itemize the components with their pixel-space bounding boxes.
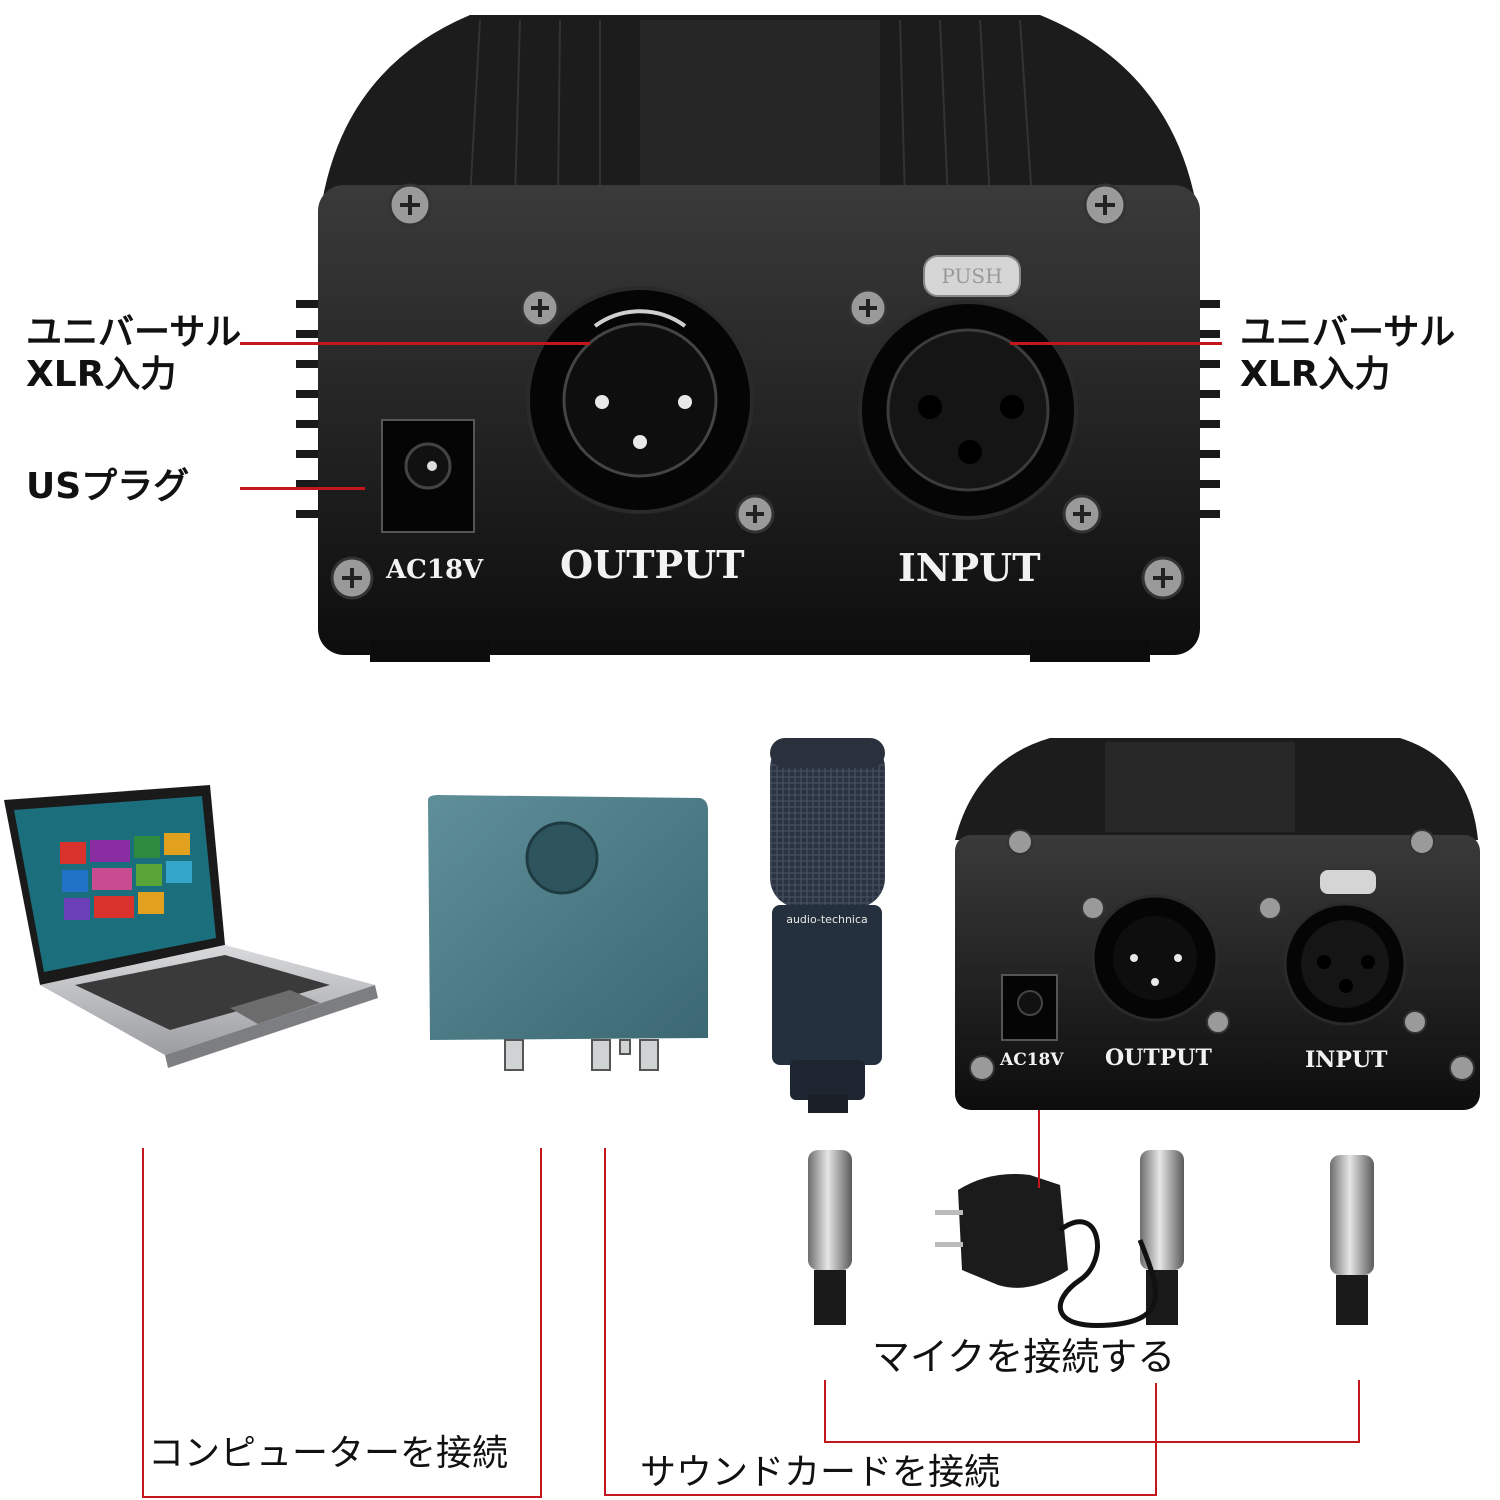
computer-bracket-bottom — [142, 1496, 542, 1498]
soundcard-bracket-bottom — [604, 1494, 1157, 1496]
xlr-female-plug-2 — [1140, 1150, 1184, 1325]
callout-line-right-xlr — [1010, 342, 1222, 345]
xlr-female-input-large: PUSH — [858, 255, 1078, 520]
power-adapter-image — [935, 1174, 1158, 1329]
mic-brand-label: audio-technica — [786, 913, 868, 926]
xlr-male-plug — [1330, 1155, 1374, 1325]
mic-bracket-right — [1358, 1380, 1360, 1443]
soundcard-bracket-right — [1155, 1383, 1157, 1496]
heatsink-fins-right — [1198, 300, 1220, 518]
xlr-male-output-large — [526, 286, 754, 514]
small-output-label: OUTPUT — [1105, 1045, 1212, 1071]
callout-left-xlr-line1: ユニバーサル — [26, 312, 242, 353]
adapter-connector-line — [1038, 1110, 1040, 1188]
phantom-power-unit-small: AC18V OUTPUT INPUT — [955, 738, 1480, 1110]
input-label: INPUT — [898, 545, 1041, 590]
callout-left-xlr: ユニバーサル XLR入力 — [26, 312, 241, 396]
laptop-image — [4, 785, 378, 1068]
label-connect-computer: コンピューターを接続 — [148, 1433, 509, 1474]
callout-right-xlr-line1: ユニバーサル — [1240, 312, 1456, 353]
callout-line-us-plug — [240, 487, 365, 490]
laptop-screen-tiles — [60, 833, 192, 920]
heatsink-fins-left — [296, 300, 318, 518]
label-connect-microphone: マイクを接続する — [872, 1335, 1176, 1379]
callout-right-xlr: ユニバーサル XLR入力 — [1240, 312, 1455, 396]
callout-us-plug: USプラグ — [26, 466, 190, 507]
ac18v-label: AC18V — [385, 555, 484, 585]
small-input-label: INPUT — [1305, 1047, 1388, 1073]
callout-left-xlr-line2: XLR入力 — [26, 354, 177, 395]
xlr-female-plug-1 — [808, 1150, 852, 1325]
mic-bracket-bottom — [824, 1441, 1360, 1443]
callout-line-left-xlr — [240, 342, 590, 345]
soundcard-bracket-left — [604, 1148, 606, 1496]
mic-bracket-left — [824, 1380, 826, 1443]
push-latch-label: PUSH — [941, 264, 1002, 288]
dc-jack-large — [381, 419, 475, 533]
sound-card-image — [428, 795, 708, 1071]
callout-right-xlr-line2: XLR入力 — [1240, 354, 1391, 395]
small-ac18v-label: AC18V — [999, 1050, 1064, 1070]
microphone-image: audio-technica — [770, 738, 885, 1113]
computer-bracket-right — [540, 1148, 542, 1498]
computer-bracket-left — [142, 1148, 144, 1498]
output-label: OUTPUT — [560, 542, 745, 587]
phantom-power-unit-large: PUSH AC18V OUTPUT INPUT — [296, 15, 1220, 662]
label-connect-sound-card: サウンドカードを接続 — [640, 1452, 1001, 1493]
